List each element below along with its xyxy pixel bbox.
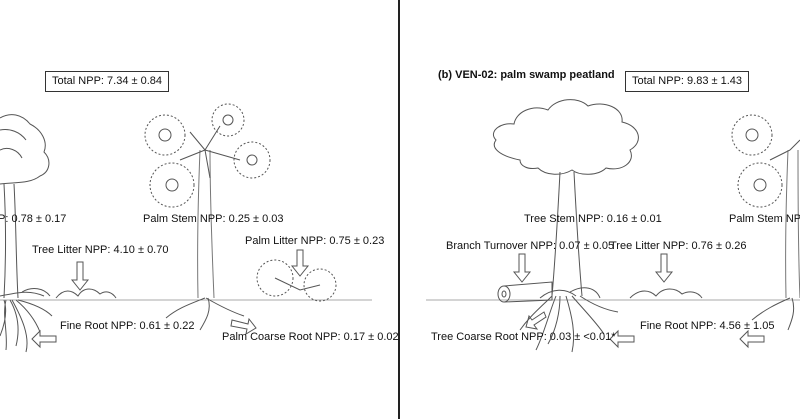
arrow-tree-coarse-root	[526, 312, 546, 329]
palm-coarse-root-npp-left: Palm Coarse Root NPP: 0.17 ± 0.02	[222, 331, 399, 344]
arrow-branch-turnover	[514, 254, 530, 282]
arrow-palm-coarse-root-right	[740, 331, 764, 347]
tree-litter-pile-right	[630, 289, 702, 298]
tree-stem-npp-left: P: 0.78 ± 0.17	[0, 213, 66, 226]
palm-stem-npp-right: Palm Stem NPP: 0	[729, 213, 800, 226]
palm-stem-npp-left: Palm Stem NPP: 0.25 ± 0.03	[143, 213, 284, 226]
tree-left	[0, 115, 49, 298]
fallen-log	[498, 282, 552, 302]
arrow-tree-litter-right	[656, 254, 672, 282]
arrow-tree-litter-left	[72, 262, 88, 290]
tree-litter-npp-right: Tree Litter NPP: 0.76 ± 0.26	[610, 240, 746, 253]
tree-litter-pile-left	[56, 289, 116, 298]
fine-root-npp-right: Fine Root NPP: 4.56 ± 1.05	[640, 320, 774, 333]
total-npp-box-right: Total NPP: 9.83 ± 1.43	[625, 71, 749, 92]
panel-b-title: (b) VEN-02: palm swamp peatland	[438, 69, 615, 82]
palm-frond-1	[145, 115, 185, 155]
tree-litter-npp-left: Tree Litter NPP: 4.10 ± 0.70	[32, 244, 168, 257]
total-npp-right: Total NPP: 9.83 ± 1.43	[632, 75, 742, 87]
fine-root-npp-left: Fine Root NPP: 0.61 ± 0.22	[60, 320, 194, 333]
arrow-palm-litter-left	[292, 250, 308, 276]
branch-turnover-npp: Branch Turnover NPP: 0.07 ± 0.05	[446, 240, 614, 253]
total-npp-box-left: Total NPP: 7.34 ± 0.84	[45, 71, 169, 92]
total-npp-left: Total NPP: 7.34 ± 0.84	[52, 75, 162, 87]
arrow-fine-root-left	[32, 331, 56, 347]
tree-coarse-root-npp: Tree Coarse Root NPP: 0.03 ± <0.01*	[431, 331, 615, 344]
tree-stem-npp-right: Tree Stem NPP: 0.16 ± 0.01	[524, 213, 662, 226]
palm-frond-2	[212, 104, 244, 136]
palm-frond-4	[150, 163, 194, 207]
palm-litter-npp-left: Palm Litter NPP: 0.75 ± 0.23	[245, 235, 384, 248]
